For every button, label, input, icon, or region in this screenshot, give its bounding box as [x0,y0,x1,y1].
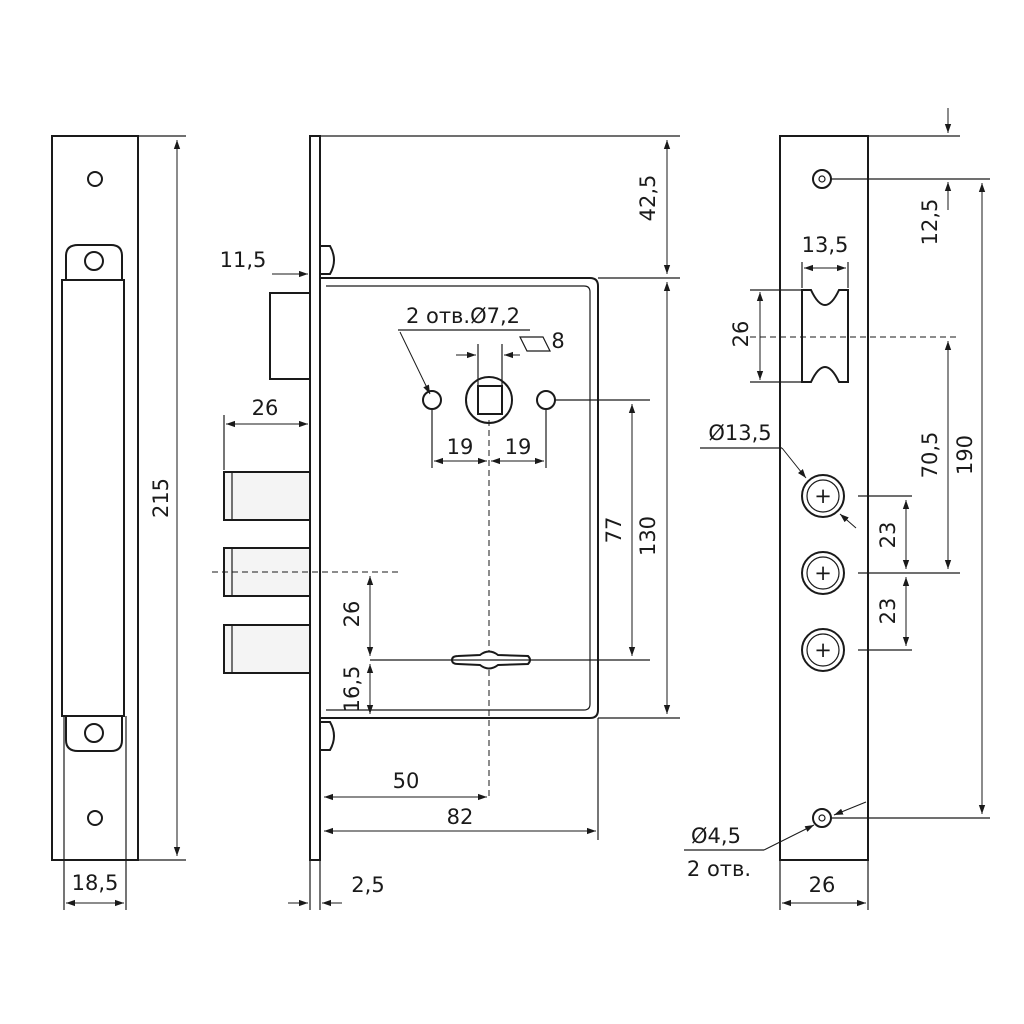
front-plate [309,135,321,861]
latch-bolt [269,292,311,380]
dim-faceplate-width: 18,5 [72,871,119,895]
dim-strike-slot-width: 13,5 [802,233,849,257]
case-top-screw [319,245,335,275]
label-screw-hole: Ø4,5 [691,824,741,848]
faceplate-top-lug-hole [84,251,104,271]
strike-bolt-hole-1 [801,474,845,518]
dim-faceplate-length: 215 [149,478,173,518]
dead-bolt-3 [223,624,311,674]
dim-strike-hole-pitch-2: 23 [876,598,900,625]
faceplate-bottom-screw-hole [87,810,103,826]
dim-backset-top: 42,5 [636,175,660,222]
crosshair-icon: + [814,484,832,508]
dim-key-backset: 50 [393,769,420,793]
dim-strike-to-hole: 70,5 [918,432,942,479]
strike-bottom-screw-hole [812,808,832,828]
label-screw-hole-count: 2 отв. [687,857,751,881]
lock-case [319,277,599,719]
dead-bolt-1 [223,471,311,521]
strike-top-screw-hole [812,169,832,189]
spindle-hole-left [422,390,442,410]
dim-case-height: 130 [636,516,660,556]
dim-hole-spacing-left: 19 [447,435,474,459]
dim-plate-thickness: 2,5 [351,873,384,897]
strike-bolt-hole-3 [801,628,845,672]
dim-hole-spacing-right: 19 [505,435,532,459]
case-bottom-screw [319,721,335,751]
strike-plate-view: + + + 12,5 13,5 26 Ø13,5 70,5 190 [684,108,990,910]
spindle-hole-right [536,390,556,410]
strike-bolt-hole-2 [801,551,845,595]
square-section-icon [519,336,551,352]
faceplate-top-screw-hole [87,171,103,187]
dim-strike-top: 12,5 [918,199,942,246]
dim-strike-hole-pitch-1: 23 [876,522,900,549]
dim-strike-slot-height: 26 [729,321,753,348]
faceplate-window [61,279,125,717]
crosshair-icon: + [814,561,832,585]
faceplate-bottom-lug-hole [84,723,104,743]
dim-bolt-offset: 11,5 [220,248,267,272]
dim-spindle-to-key: 77 [602,517,626,544]
faceplate-view: 215 18,5 [51,135,186,910]
lock-body-view: 42,5 130 77 11,5 26 2 отв.Ø7,2 8 19 19 [212,135,680,910]
label-strike-hole-dia: Ø13,5 [708,421,771,445]
dim-case-depth: 82 [447,805,474,829]
latch-slot [801,289,849,383]
crosshair-icon: + [814,638,832,662]
dim-bolt-throw: 26 [252,396,279,420]
label-spindle-square: 8 [551,329,564,353]
dim-strike-width: 26 [809,873,836,897]
dim-key-to-bottom: 16,5 [340,666,364,713]
spindle-square-icon [477,385,503,415]
dim-bolt-to-key: 26 [340,601,364,628]
dim-strike-hole-span: 190 [953,435,977,475]
label-spindle-holes: 2 отв.Ø7,2 [406,304,520,328]
